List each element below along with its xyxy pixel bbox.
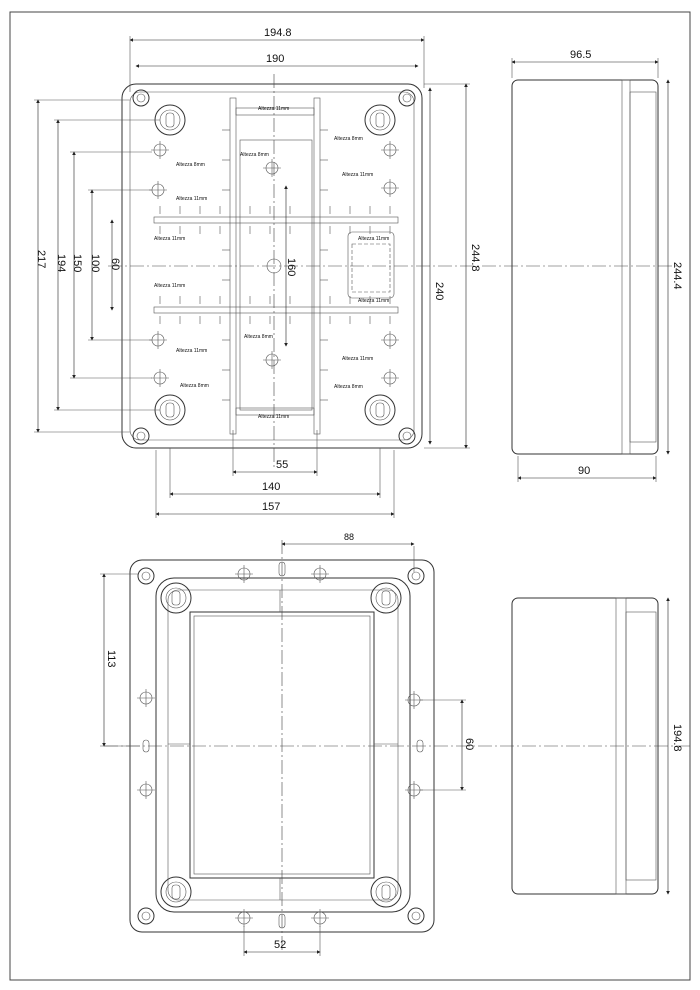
rear-corner-tl bbox=[137, 567, 155, 585]
front-hole-4 bbox=[150, 368, 170, 388]
dim-217: 217 bbox=[35, 250, 47, 268]
dim-194: 194 bbox=[55, 254, 67, 272]
dim-244-4: 244.4 bbox=[671, 262, 683, 290]
front-corner-tl bbox=[132, 89, 150, 107]
front-label-window-inner bbox=[351, 243, 391, 293]
side-bottom-band-2 bbox=[625, 611, 657, 881]
annotation-14: Altezza 8mm bbox=[180, 383, 209, 389]
rear-frame bbox=[155, 577, 411, 913]
page-border bbox=[9, 11, 691, 981]
dim-160: 160 bbox=[285, 258, 297, 276]
annotation-12: Altezza 11mm bbox=[176, 348, 207, 354]
front-hole-5 bbox=[380, 140, 400, 160]
front-corner-bl bbox=[132, 427, 150, 445]
rear-corner-tr bbox=[407, 567, 425, 585]
side-bottom-body bbox=[511, 597, 659, 895]
dim-55: 55 bbox=[276, 459, 288, 471]
side-top-body bbox=[511, 79, 659, 455]
annotation-10: Altezza 11mm bbox=[358, 298, 389, 304]
rear-hole-6 bbox=[136, 780, 156, 800]
rear-frame-inner bbox=[167, 589, 399, 901]
annotation-9: Altezza 11mm bbox=[154, 283, 185, 289]
annotation-3: Altezza 8mm bbox=[240, 152, 269, 158]
rear-corner-br bbox=[407, 907, 425, 925]
dim-194-8-side: 194.8 bbox=[671, 724, 683, 752]
annotation-7: Altezza 11mm bbox=[154, 236, 185, 242]
annotation-16: Altezza 11mm bbox=[258, 414, 289, 420]
annotation-13: Altezza 11mm bbox=[342, 356, 373, 362]
rear-hole-1 bbox=[234, 564, 254, 584]
annotation-5: Altezza 11mm bbox=[342, 172, 373, 178]
dim-52: 52 bbox=[274, 939, 286, 951]
dim-113: 113 bbox=[105, 650, 117, 668]
dim-157: 157 bbox=[262, 501, 280, 513]
dim-90: 90 bbox=[578, 465, 590, 477]
front-ticks bbox=[159, 129, 391, 401]
front-hole-7 bbox=[380, 330, 400, 350]
front-hole-8 bbox=[380, 368, 400, 388]
front-bottom-bar bbox=[235, 407, 315, 416]
side-top-band-1 bbox=[621, 79, 631, 455]
front-rail-upper bbox=[153, 216, 399, 224]
front-boss-br bbox=[364, 394, 396, 426]
annotation-8: Altezza 11mm bbox=[358, 236, 389, 242]
side-top-band-2 bbox=[629, 91, 657, 443]
side-view-bottom: 194.8 bbox=[511, 597, 683, 895]
rear-hole-5 bbox=[136, 688, 156, 708]
annotation-11: Altezza 8mm bbox=[244, 334, 273, 340]
front-hole-10 bbox=[262, 350, 282, 370]
side-view-top: 96.5 90 244.4 bbox=[511, 49, 683, 482]
front-view: Altezza 11mm Altezza 8mm Altezza 8mm Alt… bbox=[34, 27, 680, 518]
dim-60: 60 bbox=[109, 258, 121, 270]
dim-88: 88 bbox=[344, 532, 354, 542]
rear-boss-bl bbox=[160, 876, 192, 908]
annotation-6: Altezza 11mm bbox=[176, 196, 207, 202]
dim-100: 100 bbox=[89, 254, 101, 272]
annotation-4: Altezza 8mm bbox=[176, 162, 205, 168]
front-label-window bbox=[347, 231, 395, 299]
front-inner-box bbox=[239, 139, 313, 411]
rear-view: 88 113 60 52 bbox=[100, 532, 690, 956]
dim-150: 150 bbox=[71, 254, 83, 272]
dim-60-rear: 60 bbox=[463, 738, 475, 750]
front-hole-1 bbox=[150, 140, 170, 160]
front-hole-9 bbox=[262, 158, 282, 178]
dim-240: 240 bbox=[433, 282, 445, 300]
front-boss-tr bbox=[364, 104, 396, 136]
rear-boss-br bbox=[370, 876, 402, 908]
rear-boss-tr bbox=[370, 582, 402, 614]
rear-hole-2 bbox=[310, 564, 330, 584]
annotation-15: Altezza 8mm bbox=[334, 384, 363, 390]
dim-190: 190 bbox=[266, 53, 284, 65]
front-top-bar bbox=[235, 107, 315, 116]
front-hole-6 bbox=[380, 178, 400, 198]
front-corner-br bbox=[398, 427, 416, 445]
dim-244-8: 244.8 bbox=[469, 244, 481, 272]
dim-194-8: 194.8 bbox=[264, 27, 292, 39]
rear-corner-bl bbox=[137, 907, 155, 925]
rear-boss-tl bbox=[160, 582, 192, 614]
front-rail-lower bbox=[153, 306, 399, 314]
annotation-1: Altezza 11mm bbox=[258, 106, 289, 112]
annotation-2: Altezza 8mm bbox=[334, 136, 363, 142]
dim-140: 140 bbox=[262, 481, 280, 493]
dim-96-5: 96.5 bbox=[570, 49, 591, 61]
